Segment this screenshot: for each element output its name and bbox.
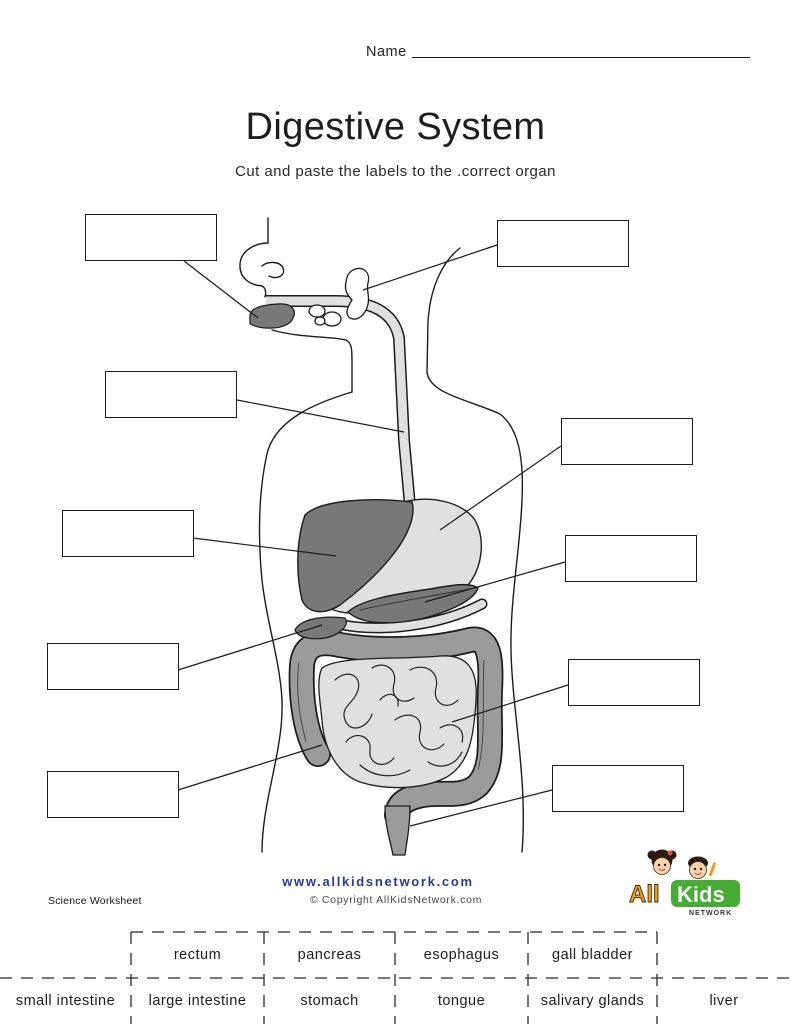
body-outline xyxy=(239,217,525,853)
logo-green-panel xyxy=(671,880,740,907)
leader-lines xyxy=(177,244,569,827)
salivary-gland-organ xyxy=(308,267,370,327)
small-intestine-organ xyxy=(318,655,477,789)
name-label: Name xyxy=(366,44,407,60)
leader-line xyxy=(177,624,323,671)
cut-label-pancreas: pancreas xyxy=(297,947,362,963)
leader-line xyxy=(177,744,323,791)
blank-label-box-10 xyxy=(552,765,684,812)
blank-label-box-4 xyxy=(561,418,693,465)
cut-label-rectum: rectum xyxy=(173,947,222,963)
logo-word-kids: Kids xyxy=(677,882,725,907)
page-title: Digestive System xyxy=(245,106,546,148)
head-profile xyxy=(239,217,269,298)
gall-bladder-organ xyxy=(294,616,347,640)
blank-label-box-8 xyxy=(568,659,700,706)
transverse-band xyxy=(332,598,488,634)
copyright-notice: © Copyright AllKidsNetwork.com xyxy=(309,894,483,906)
esophagus-organ xyxy=(266,295,416,507)
instructions: Cut and paste the labels to the .correct… xyxy=(235,163,556,180)
worksheet-category: Science Worksheet xyxy=(48,895,142,907)
kid-girl-icon xyxy=(647,849,677,875)
logo-word-all: All xyxy=(629,881,660,908)
nasal-cavity xyxy=(261,261,285,279)
logo-tagline: NETWORK xyxy=(689,910,732,917)
blank-label-box-6 xyxy=(565,535,697,582)
chin-neck-line xyxy=(271,329,353,393)
leader-line xyxy=(451,684,569,723)
name-underline xyxy=(412,57,750,58)
rectum-organ xyxy=(384,805,411,856)
leader-line xyxy=(362,244,498,291)
large-intestine-organ xyxy=(288,626,504,828)
cut-label-stomach: stomach xyxy=(300,993,359,1009)
name-field: Name xyxy=(366,44,752,60)
cut-label-tongue: tongue xyxy=(437,993,486,1009)
cut-label-salivary-glands: salivary glands xyxy=(540,993,645,1009)
blank-label-box-3 xyxy=(105,371,237,418)
cut-label-small-intestine: small intestine xyxy=(15,993,116,1009)
leader-line xyxy=(236,399,405,433)
body-left-outline xyxy=(258,391,353,853)
leader-line xyxy=(192,537,337,557)
leader-line xyxy=(424,561,566,603)
blank-label-box-9 xyxy=(47,771,179,818)
blank-label-box-1 xyxy=(85,214,217,261)
blank-label-box-5 xyxy=(62,510,194,557)
cut-label-esophagus: esophagus xyxy=(423,947,500,963)
cut-label-large-intestine: large intestine xyxy=(148,993,247,1009)
all-kids-network-logo: All Kids NETWORK xyxy=(629,849,740,917)
leader-line xyxy=(409,789,553,827)
blank-label-box-7 xyxy=(47,643,179,690)
leader-line xyxy=(183,260,259,319)
kid-boy-icon xyxy=(688,856,716,879)
leader-line xyxy=(439,445,562,531)
pancreas-organ xyxy=(346,583,479,624)
blank-label-box-2 xyxy=(497,220,629,267)
tongue-organ xyxy=(249,303,295,329)
liver-organ xyxy=(297,499,414,613)
cut-label-liver: liver xyxy=(709,993,739,1009)
body-right-outline xyxy=(426,247,525,853)
cut-label-gall-bladder: gall bladder xyxy=(552,947,633,963)
website-link[interactable]: www.allkidsnetwork.com xyxy=(282,874,474,889)
